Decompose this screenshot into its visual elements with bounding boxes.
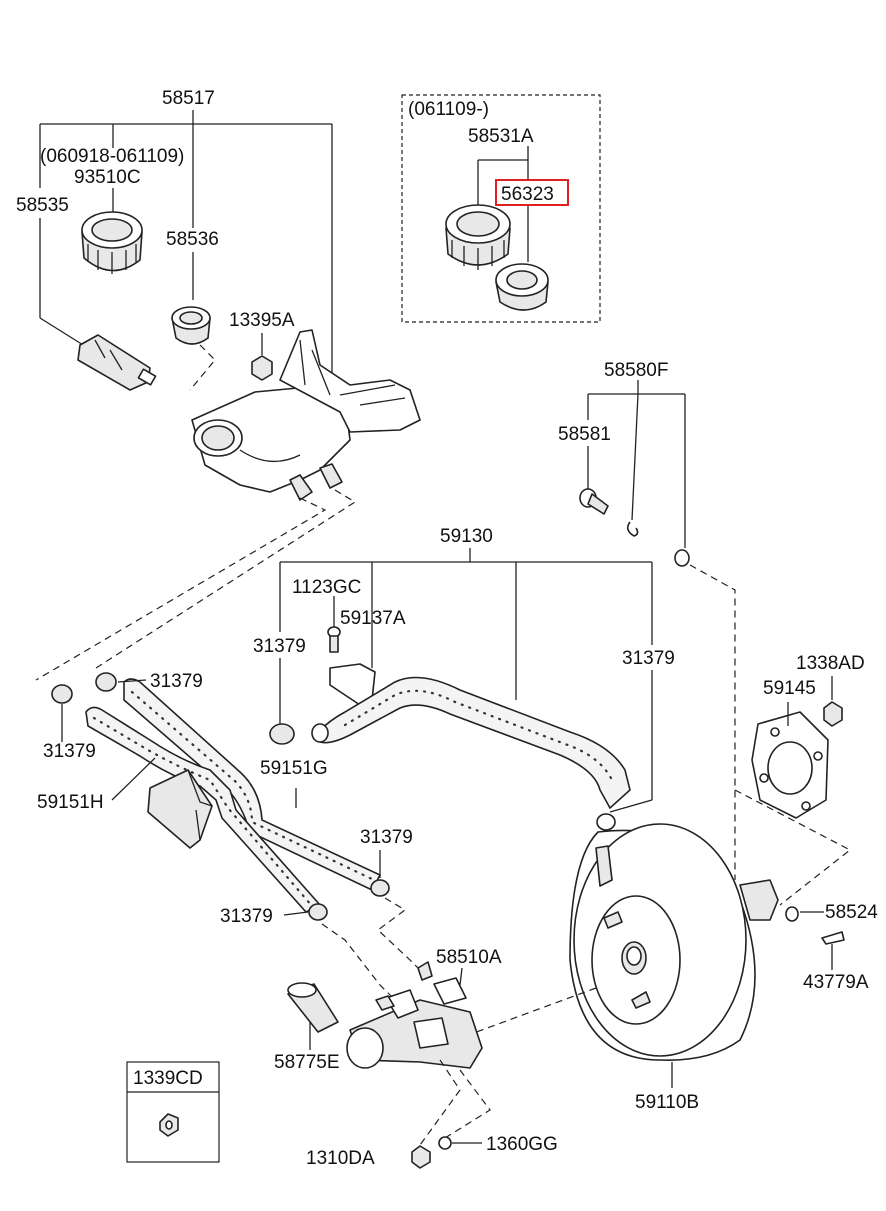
- label-31379-e: 31379: [360, 827, 413, 848]
- label-58536: 58536: [166, 229, 219, 250]
- label-31379-a: 31379: [253, 636, 306, 657]
- label-59110B: 59110B: [635, 1092, 699, 1113]
- callout-labels: 58517 (060918-061109) 93510C 58535 58536…: [16, 88, 878, 1169]
- label-43779A: 43779A: [803, 972, 869, 993]
- label-31379-d: 31379: [43, 741, 96, 762]
- label-59145: 59145: [763, 678, 816, 699]
- hose-59130-group: [51, 548, 653, 1001]
- label-13395A: 13395A: [229, 310, 295, 331]
- clip-31379-left: [51, 684, 73, 704]
- legend-box-1339CD: [126, 1061, 220, 1163]
- label-59151H: 59151H: [37, 792, 104, 813]
- label-1360GG: 1360GG: [486, 1134, 558, 1155]
- strainer-58536: [171, 306, 211, 345]
- level-sensor-58535: [77, 334, 157, 391]
- reservoir-group: [35, 110, 421, 681]
- label-061109: (061109-): [408, 99, 489, 120]
- nut-13395A: [251, 333, 273, 381]
- label-1339CD: 1339CD: [133, 1068, 203, 1089]
- pin-clip-group: [579, 380, 736, 880]
- label-59137A: 59137A: [340, 608, 406, 629]
- label-58580F: 58580F: [604, 360, 668, 381]
- label-1338AD: 1338AD: [796, 653, 865, 674]
- label-31379-b: 31379: [622, 648, 675, 669]
- label-58531A: 58531A: [468, 126, 534, 147]
- master-cylinder: [287, 961, 491, 1169]
- label-93510C: 93510C: [74, 167, 141, 188]
- label-58510A: 58510A: [436, 947, 502, 968]
- label-58581: 58581: [558, 424, 611, 445]
- label-58524: 58524: [825, 902, 878, 923]
- label-59151G: 59151G: [260, 758, 328, 779]
- cap-kit-group: [401, 94, 601, 323]
- reservoir-tank: [191, 329, 421, 501]
- gasket-59145: [734, 676, 852, 970]
- label-58517: 58517: [162, 88, 215, 109]
- label-58775E: 58775E: [274, 1052, 340, 1073]
- label-060918-061109: (060918-061109): [40, 146, 184, 167]
- label-1310DA: 1310DA: [306, 1148, 375, 1169]
- highlight-box-56323: [495, 179, 569, 206]
- label-1123GC: 1123GC: [292, 577, 361, 598]
- label-31379-f: 31379: [220, 906, 273, 927]
- label-31379-c: 31379: [150, 671, 203, 692]
- label-56323: 56323: [501, 184, 554, 205]
- cap-93510C: [81, 211, 143, 274]
- label-59130: 59130: [440, 526, 493, 547]
- brake-booster: [459, 813, 779, 1088]
- label-58535: 58535: [16, 195, 69, 216]
- clip-31379-upper: [95, 672, 117, 692]
